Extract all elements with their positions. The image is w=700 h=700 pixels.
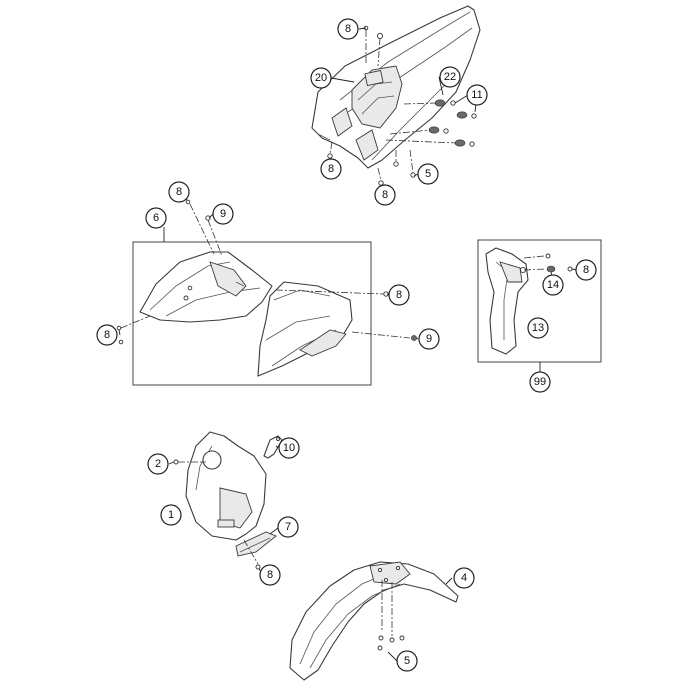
- callout-14: 14: [542, 274, 564, 296]
- number-plate-bracket: [235, 531, 277, 570]
- callout-number: 8: [583, 264, 589, 276]
- callout-number: 8: [328, 163, 334, 175]
- callout-2: 2: [147, 453, 169, 475]
- callout-number: 2: [155, 458, 161, 470]
- callout-number: 4: [461, 572, 467, 584]
- rear-fender-fasteners: [327, 25, 477, 186]
- rear-fender: [311, 5, 481, 169]
- callout-8-side-left: 8: [96, 324, 118, 346]
- callout-8-rear-bottom: 8: [374, 184, 396, 206]
- callout-number: 9: [220, 208, 226, 220]
- callout-number: 8: [345, 23, 351, 35]
- callout-8-plate: 8: [259, 564, 281, 586]
- callout-number: 99: [534, 376, 546, 388]
- callout-6: 6: [145, 207, 167, 229]
- callout-number: 6: [153, 212, 159, 224]
- callout-number: 5: [425, 168, 431, 180]
- callout-8-side-right: 8: [388, 284, 410, 306]
- callout-22: 22: [439, 66, 461, 88]
- front-fender: [289, 561, 459, 681]
- number-plate-strap: [263, 435, 283, 459]
- side-panel-left: [116, 199, 273, 345]
- callout-9-side-top: 9: [212, 203, 234, 225]
- callout-number: 8: [267, 569, 273, 581]
- callout-number: 20: [315, 72, 327, 84]
- callout-number: 11: [471, 89, 482, 101]
- frame-protector: [485, 247, 573, 355]
- number-plate: [173, 431, 267, 541]
- callout-number: 5: [404, 655, 410, 667]
- callout-10: 10: [278, 437, 300, 459]
- callout-7: 7: [277, 516, 299, 538]
- callout-9-side-right: 9: [418, 328, 440, 350]
- callout-number: 14: [547, 279, 559, 291]
- callout-number: 13: [532, 322, 544, 334]
- callout-8-rear-top: 8: [337, 18, 359, 40]
- callout-8-protector: 8: [575, 259, 597, 281]
- callout-number: 7: [285, 521, 291, 533]
- side-panel-right: [257, 281, 417, 377]
- side-panel-group-frame: [132, 241, 372, 386]
- callout-number: 9: [426, 333, 432, 345]
- callout-8-side-top: 8: [168, 181, 190, 203]
- callout-4: 4: [453, 567, 475, 589]
- callout-13: 13: [527, 317, 549, 339]
- callout-5-front: 5: [396, 650, 418, 672]
- callout-20: 20: [310, 67, 332, 89]
- callout-number: 1: [168, 509, 174, 521]
- callout-8-rear-left: 8: [320, 158, 342, 180]
- callout-number: 22: [444, 71, 456, 83]
- callout-5-rear: 5: [417, 163, 439, 185]
- callout-11: 11: [466, 84, 488, 106]
- frame-protector-group-frame: [477, 239, 602, 363]
- leader-line: [387, 651, 398, 662]
- callout-number: 8: [382, 189, 388, 201]
- callout-number: 8: [396, 289, 402, 301]
- callout-number: 10: [283, 442, 295, 454]
- callout-99: 99: [529, 371, 551, 393]
- callout-number: 8: [176, 186, 182, 198]
- callout-1: 1: [160, 504, 182, 526]
- callout-number: 8: [104, 329, 110, 341]
